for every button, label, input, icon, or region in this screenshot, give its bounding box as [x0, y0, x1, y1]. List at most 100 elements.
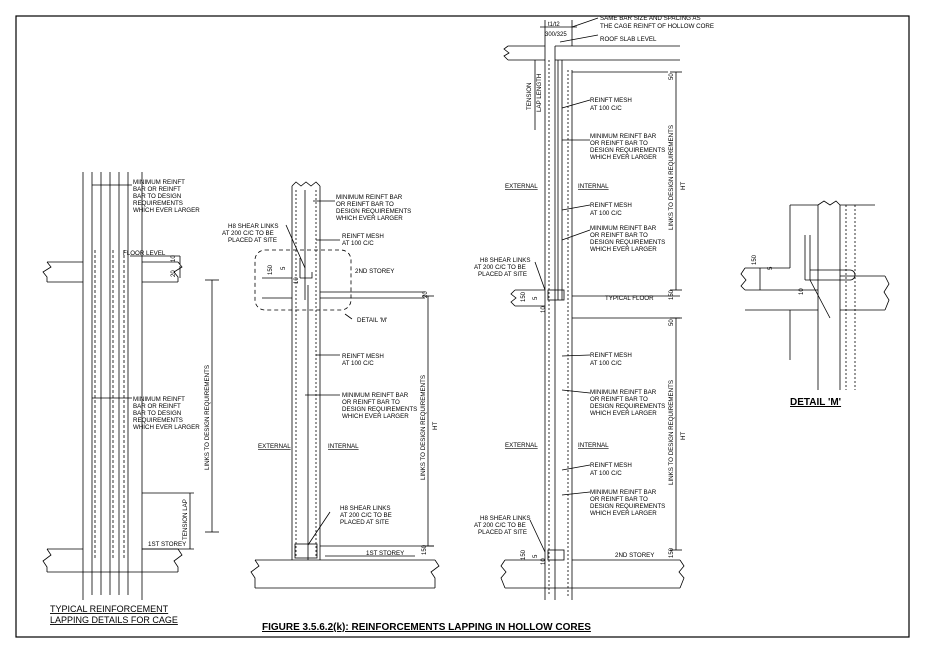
mid-ht: HT	[432, 422, 439, 430]
right-mesh-3-a: REINFT MESH	[590, 352, 632, 359]
mid-mesh-top-1: REINFT MESH	[342, 233, 384, 240]
right-mesh-4-a: REINFT MESH	[590, 462, 632, 469]
mid-mesh-mid-2: AT 100 C/C	[342, 360, 374, 367]
detail-m-dim-5: 5	[768, 266, 774, 270]
right-mesh-3-b: AT 100 C/C	[590, 360, 622, 367]
left-note-mid-1: MINIMUM REINFT	[133, 396, 185, 403]
mid-min-bar-1: MINIMUM REINFT BAR	[336, 194, 403, 201]
right-ht-2: HT	[680, 432, 687, 440]
right-ht-1: HT	[680, 182, 687, 190]
right-dim-10-1: 10	[541, 306, 547, 313]
detail-m-dim-150: 150	[752, 254, 758, 265]
right-min-bar-4-c: DESIGN REQUIREMENTS	[590, 503, 665, 510]
left-note-top-4: REQUIREMENTS	[133, 200, 183, 207]
right-dim-150-3: 150	[521, 291, 527, 302]
right-dim-50-2: 50	[669, 319, 675, 326]
right-mesh-1-a: REINFT MESH	[590, 97, 632, 104]
left-links-label: LINKS TO DESIGN REQUIREMENTS	[204, 365, 211, 470]
right-mesh-4-b: AT 100 C/C	[590, 470, 622, 477]
mid-min-bar2-4: WHICH EVER LARGER	[342, 413, 409, 420]
right-h8-1-c: PLACED AT SITE	[478, 271, 527, 278]
left-caption-2: LAPPING DETAILS FOR CAGE	[50, 615, 178, 625]
mid-dim-150: 150	[268, 264, 274, 275]
mid-detail-m: DETAIL 'M'	[357, 317, 387, 324]
right-min-bar-3-b: OR REINFT BAR TO	[590, 396, 648, 403]
right-dim-150-4: 150	[521, 549, 527, 560]
right-top-note-2: THE CAGE REINFT OF HOLLOW CORE	[600, 23, 714, 30]
figure-title: FIGURE 3.5.6.2(k): REINFORCEMENTS LAPPIN…	[262, 622, 591, 633]
right-min-bar-3-c: DESIGN REQUIREMENTS	[590, 403, 665, 410]
right-h8-2-b: AT 200 C/C TO BE	[474, 522, 526, 529]
right-dim-50-1: 50	[669, 73, 675, 80]
detail-m-enlarged: 150 5 10 DETAIL 'M'	[740, 200, 890, 408]
mid-h8-top-2: AT 200 C/C TO BE	[222, 230, 274, 237]
right-dim-5-2: 5	[533, 554, 539, 558]
mid-mesh-mid-1: REINFT MESH	[342, 353, 384, 360]
right-mesh-2-a: REINFT MESH	[590, 202, 632, 209]
right-second-storey: 2ND STOREY	[615, 552, 654, 559]
right-min-bar-4-d: WHICH EVER LARGER	[590, 510, 657, 517]
left-note-top-3: BAR TO DESIGN	[133, 193, 181, 200]
right-min-bar-2-c: DESIGN REQUIREMENTS	[590, 239, 665, 246]
right-mesh-1-b: AT 100 C/C	[590, 105, 622, 112]
right-min-bar-2-a: MINIMUM REINFT BAR	[590, 225, 657, 232]
right-tension-lap-2: LAP LENGTH	[536, 74, 543, 112]
detail-m-title: DETAIL 'M'	[790, 397, 841, 408]
right-min-bar-4-b: OR REINFT BAR TO	[590, 496, 648, 503]
mid-internal: INTERNAL	[328, 443, 359, 450]
right-h8-1-a: H8 SHEAR LINKS	[480, 257, 531, 264]
mid-h8-top-1: H8 SHEAR LINKS	[228, 223, 279, 230]
left-dim-10: 10	[171, 255, 177, 262]
mid-dim-20: 20	[423, 291, 429, 298]
right-top-note-1: SAME BAR SIZE AND SPACING AS	[600, 15, 701, 22]
left-tension-lap: TENSION LAP	[182, 499, 189, 540]
right-h8-2-c: PLACED AT SITE	[478, 529, 527, 536]
right-internal-2: INTERNAL	[578, 442, 609, 449]
mid-h8-top-3: PLACED AT SITE	[228, 237, 277, 244]
right-min-bar-2-d: WHICH EVER LARGER	[590, 246, 657, 253]
sheet-border	[15, 15, 910, 638]
right-links-label-2: LINKS TO DESIGN REQUIREMENTS	[668, 380, 675, 485]
right-t-label: t1/t2	[548, 22, 560, 28]
mid-links-label: LINKS TO DESIGN REQUIREMENTS	[420, 375, 427, 480]
mid-second-storey: 2ND STOREY	[355, 268, 394, 275]
left-caption-1: TYPICAL REINFORCEMENT	[50, 604, 169, 614]
mid-dim-10: 10	[294, 277, 300, 284]
left-first-storey: 1ST STOREY	[148, 541, 186, 548]
left-note-top-5: WHICH EVER LARGER	[133, 207, 200, 214]
mid-dim-150-b: 150	[422, 544, 428, 555]
right-external-1: EXTERNAL	[505, 183, 538, 190]
right-tension-lap-1: TENSION	[526, 82, 533, 110]
mid-h8-bot-2: AT 200 C/C TO BE	[340, 512, 392, 519]
right-internal-1: INTERNAL	[578, 183, 609, 190]
detail-m-callout	[254, 249, 352, 311]
right-hollow-core-detail: t1/t2 300/325 SAME BAR SIZE AND SPACING …	[474, 15, 714, 600]
left-dim-20: 20	[171, 270, 177, 277]
mid-dim-5: 5	[281, 266, 287, 270]
mid-mesh-top-2: AT 100 C/C	[342, 240, 374, 247]
left-note-top-2: BAR OR REINFT	[133, 186, 181, 193]
right-roof-level: ROOF SLAB LEVEL	[600, 36, 657, 43]
right-typical-floor: TYPICAL FLOOR	[605, 295, 654, 302]
mid-min-bar2-2: OR REINFT BAR TO	[342, 399, 400, 406]
right-h8-2-a: H8 SHEAR LINKS	[480, 515, 531, 522]
right-external-2: EXTERNAL	[505, 442, 538, 449]
mid-min-bar2-3: DESIGN REQUIREMENTS	[342, 406, 417, 413]
left-note-mid-5: WHICH EVER LARGER	[133, 424, 200, 431]
left-cage-detail: MINIMUM REINFT BAR OR REINFT BAR TO DESI…	[42, 172, 219, 625]
mid-min-bar2-1: MINIMUM REINFT BAR	[342, 392, 409, 399]
right-dim-150-1: 150	[669, 289, 675, 300]
left-note-mid-2: BAR OR REINFT	[133, 403, 181, 410]
mid-min-bar-3: DESIGN REQUIREMENTS	[336, 208, 411, 215]
middle-hollow-core-detail: MINIMUM REINFT BAR OR REINFT BAR TO DESI…	[222, 181, 440, 589]
right-t-value: 300/325	[545, 32, 567, 38]
right-min-bar-4-a: MINIMUM REINFT BAR	[590, 489, 657, 496]
right-mesh-2-b: AT 100 C/C	[590, 210, 622, 217]
mid-min-bar-4: WHICH EVER LARGER	[336, 215, 403, 222]
mid-h8-bot-1: H8 SHEAR LINKS	[340, 505, 391, 512]
right-min-bar-2-b: OR REINFT BAR TO	[590, 232, 648, 239]
left-floor-level: FLOOR LEVEL	[123, 250, 166, 257]
mid-min-bar-2: OR REINFT BAR TO	[336, 201, 394, 208]
